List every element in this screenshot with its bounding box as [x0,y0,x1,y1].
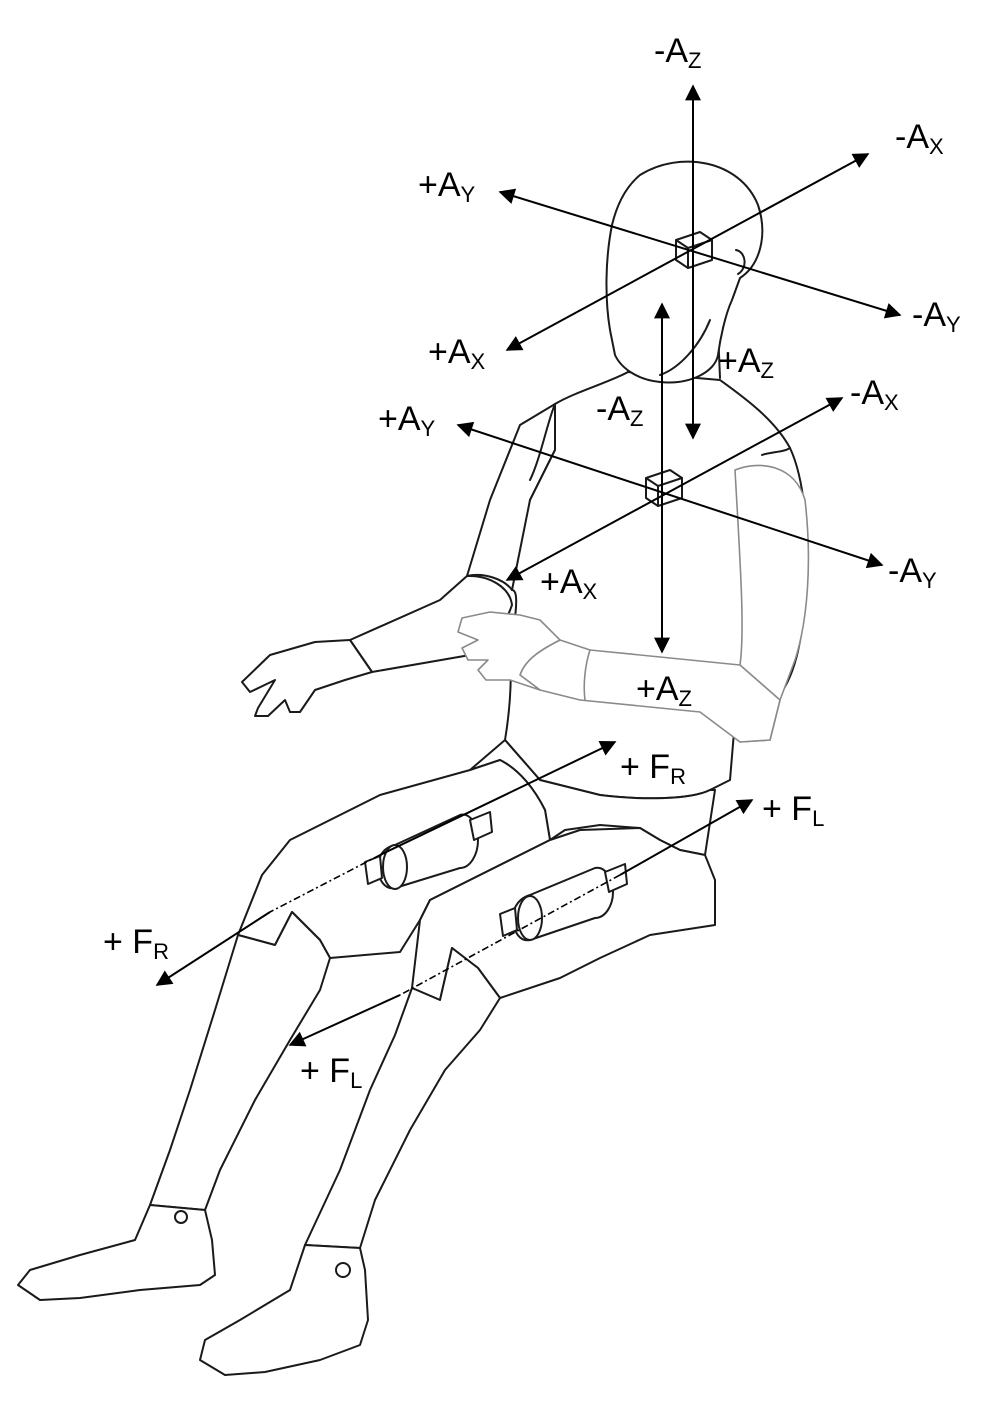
dummy-figure [17,160,810,1376]
label-head-pos-ay: +AY [418,166,476,207]
left-wrist [583,649,591,701]
left-femur-axis-mid [399,874,621,996]
label-femur-l-lower: + FL [300,1052,362,1093]
label-chest-pos-ay: +AY [378,400,436,441]
right-shin [149,911,331,1211]
right-femur-axis-mid [269,854,381,913]
label-head-pos-az: +AZ [718,342,774,383]
label-head-pos-ax: +AX [428,333,486,374]
left-foot [199,1244,369,1376]
left-femur-lower-arrow [288,994,401,1047]
left-femur-upper-arrow [619,799,754,876]
left-ankle-marker [335,1262,351,1278]
head-x-axis-arrow [505,153,870,351]
right-hand [241,639,373,717]
label-head-neg-ay: -AY [912,296,961,337]
chest-x-axis-arrow [505,397,844,581]
label-chest-neg-ay: -AY [888,552,937,593]
label-femur-r-lower: + FR [103,923,169,964]
left-hand [457,611,561,691]
right-femur-upper-arrow [379,741,617,856]
right-foot [17,1204,216,1301]
label-head-neg-az: -AZ [654,32,701,73]
label-head-neg-ax: -AX [895,118,944,159]
right-femur-lower-arrow [155,911,271,986]
label-femur-l-upper: + FL [762,790,824,831]
label-chest-neg-ax: -AX [850,374,899,415]
right-ankle-marker [174,1210,188,1224]
left-femur-load-cell [499,863,628,942]
left-shin [304,947,501,1249]
right-femur-load-cell [364,811,493,890]
